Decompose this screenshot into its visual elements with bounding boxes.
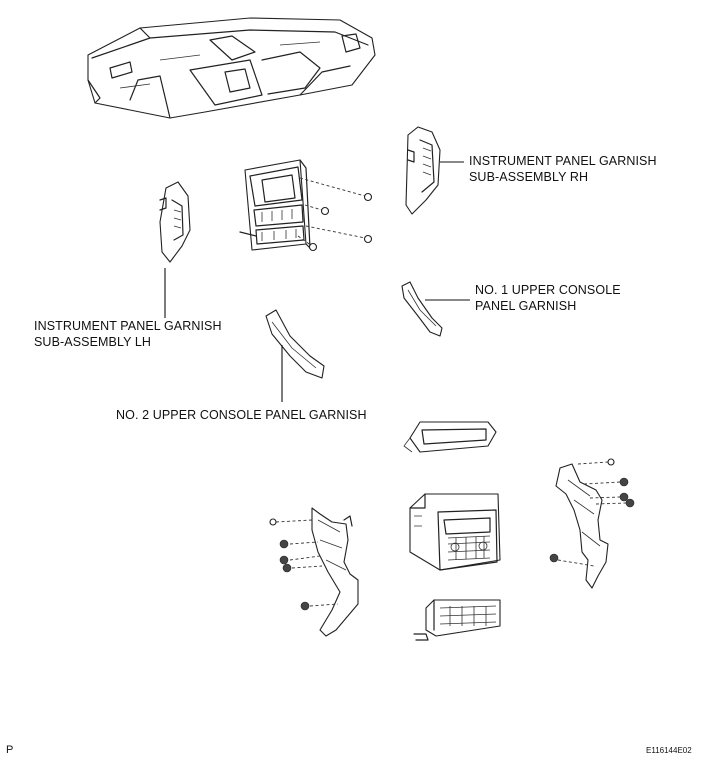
screws-right-bracket [549,458,635,567]
no1-upper-console-panel-garnish [401,281,443,337]
instrument-panel-overview [87,17,376,119]
label-garnish-lh-line2: SUB-ASSEMBLY LH [34,335,152,349]
lower-vent-housing [403,421,497,453]
center-cluster-finish-panel [239,159,311,251]
no2-upper-console-panel-garnish [265,309,325,379]
radio-receiver-assembly [409,493,501,571]
label-no1-line2: PANEL GARNISH [475,299,577,313]
corner-letter: P [6,744,14,756]
label-no1-upper-console: NO. 1 UPPER CONSOLE PANEL GARNISH [475,282,621,314]
screws-left-bracket [269,518,339,611]
label-garnish-rh: INSTRUMENT PANEL GARNISH SUB-ASSEMBLY RH [469,153,657,185]
label-garnish-lh-line1: INSTRUMENT PANEL GARNISH [34,319,222,333]
bracket-left [311,507,359,637]
instrument-panel-garnish-lh [159,181,191,263]
instrument-panel-garnish-rh [405,126,441,215]
label-no1-line1: NO. 1 UPPER CONSOLE [475,283,621,297]
label-garnish-rh-line1: INSTRUMENT PANEL GARNISH [469,154,657,168]
screws-center-panel [297,177,373,252]
label-garnish-rh-line2: SUB-ASSEMBLY RH [469,170,589,184]
label-garnish-lh: INSTRUMENT PANEL GARNISH SUB-ASSEMBLY LH [34,318,222,350]
bracket-right [555,463,609,589]
climate-control-panel [413,599,501,641]
label-no2-upper-console: NO. 2 UPPER CONSOLE PANEL GARNISH [116,408,367,422]
figure-code: E116144E02 [646,746,692,755]
